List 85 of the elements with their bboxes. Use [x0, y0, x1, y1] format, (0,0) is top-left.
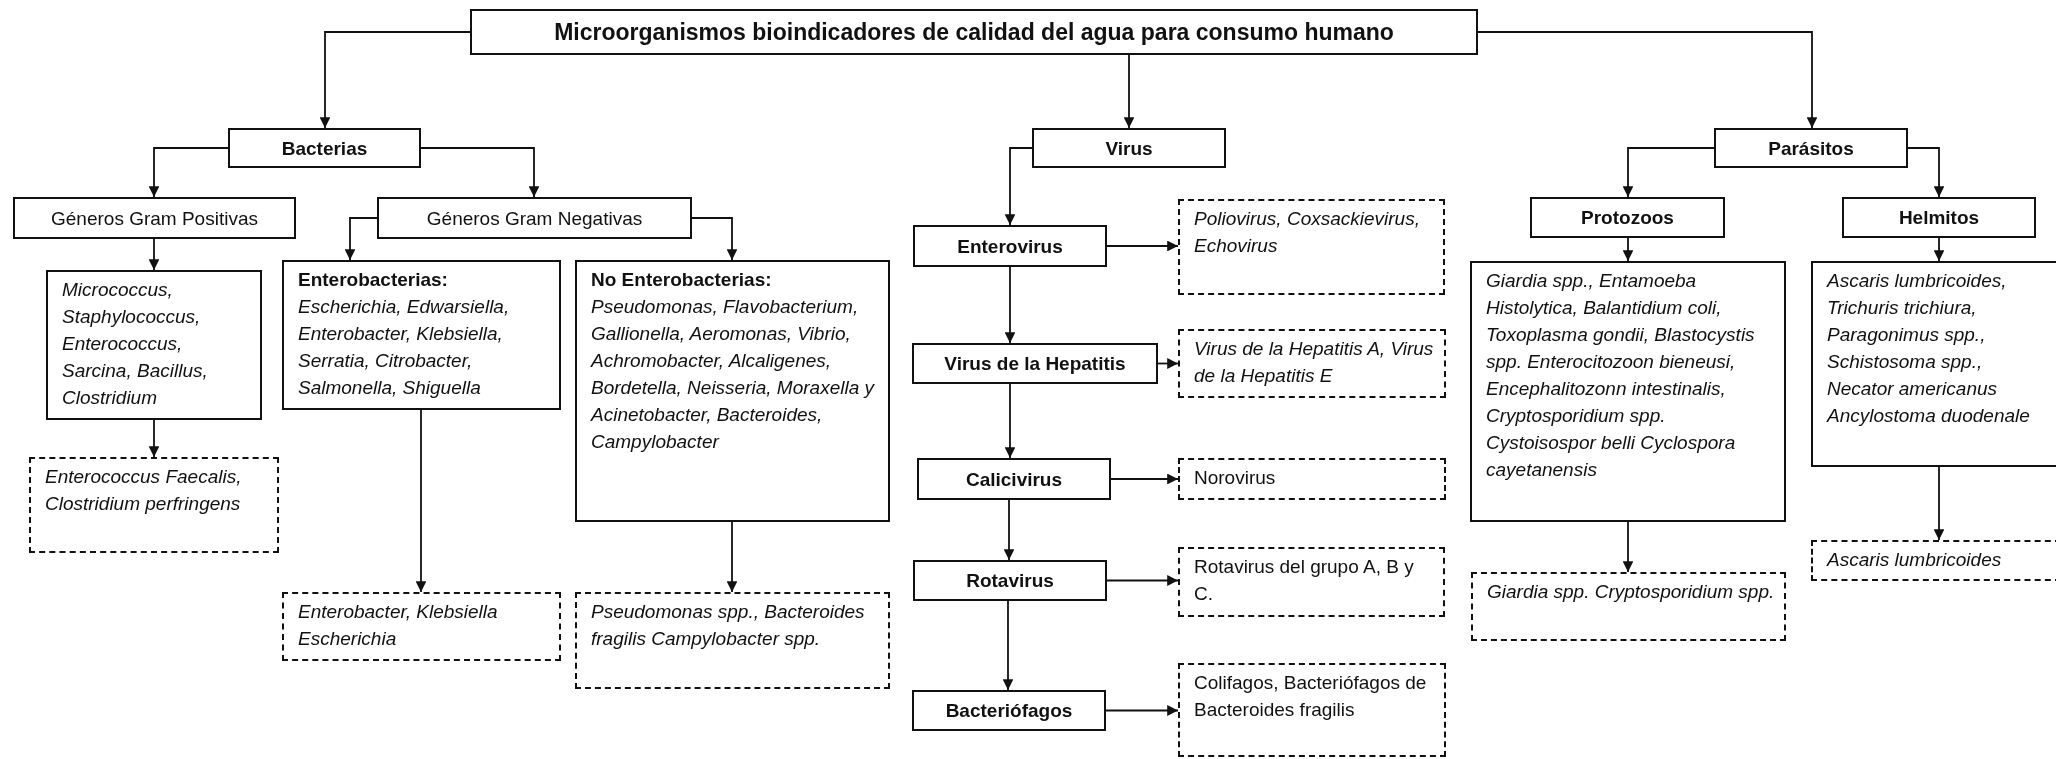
arrow — [344, 217, 378, 261]
category-label: Protozoos — [1581, 206, 1674, 230]
example-box — [282, 592, 561, 661]
arrow — [1110, 473, 1179, 485]
category-box — [1714, 128, 1908, 168]
list-box — [282, 260, 561, 410]
category-label: Virus de la Hepatitis — [944, 352, 1126, 376]
arrow — [319, 31, 471, 129]
arrow — [1003, 499, 1015, 561]
category-box — [913, 225, 1107, 267]
arrow — [148, 238, 160, 271]
species-list: Virus de la Hepatitis A, Virus de la Hepatitis E — [1194, 335, 1438, 389]
category-box — [377, 197, 692, 239]
example-box — [1178, 199, 1445, 295]
example-box — [1178, 547, 1445, 617]
species-list: Pseudomonas spp., Bacteroides fragilis Campylobacter spp. — [591, 598, 882, 652]
category-box — [228, 128, 421, 168]
example-box — [29, 457, 279, 553]
example-box — [1471, 572, 1786, 641]
arrow — [148, 147, 229, 198]
category-box — [1530, 197, 1725, 238]
category-label: Enterovirus — [957, 234, 1063, 259]
category-box — [913, 560, 1107, 601]
title-box — [470, 9, 1478, 55]
arrow — [420, 147, 540, 198]
category-box — [912, 690, 1106, 731]
arrow — [1106, 240, 1179, 252]
arrow — [1105, 705, 1179, 716]
category-label: Bacterias — [281, 136, 368, 161]
species-list: Ascaris lumbricoides — [1827, 546, 2053, 573]
category-box — [912, 343, 1158, 384]
arrow — [1004, 266, 1016, 344]
species-list: Enterobacter, Klebsiella Escherichia — [298, 598, 553, 652]
species-list: Ascaris lumbricoides, Trichuris trichiura, Paragonimus spp., Schistosoma spp., Necator americanus Ancylostoma duodenale — [1827, 267, 2053, 429]
category-box — [1842, 197, 2036, 238]
category-label: Bacteriófagos — [945, 699, 1073, 723]
category-label: Géneros Gram Positivas — [51, 206, 258, 231]
category-label: Parásitos — [1768, 136, 1854, 161]
species-list: Poliovirus, Coxsackievirus, Echovirus — [1194, 205, 1437, 259]
example-box — [1178, 663, 1446, 757]
species-list: Escherichia, Edwarsiella, Enterobacter, Klebsiella, Serratia, Citrobacter, Salmonella, Shiguella — [298, 293, 553, 401]
arrow — [1933, 237, 1945, 262]
category-box — [13, 197, 296, 239]
arrow — [1157, 358, 1179, 369]
arrow — [1933, 466, 1945, 541]
list-box — [1811, 261, 2056, 467]
arrow — [1004, 383, 1016, 459]
species-list: Norovirus — [1194, 464, 1438, 491]
arrow — [415, 409, 427, 593]
arrow — [1477, 31, 1818, 129]
list-box — [46, 270, 262, 420]
category-label: Calicivirus — [965, 467, 1063, 492]
list-box — [575, 260, 890, 522]
arrow — [1907, 147, 1945, 198]
heading-text: Enterobacterias: — [298, 268, 449, 292]
category-label: Géneros Gram Negativas — [426, 206, 643, 231]
arrow — [148, 419, 160, 458]
category-label: Helmitos — [1898, 206, 1980, 230]
example-box — [575, 592, 890, 689]
list-box — [1470, 261, 1786, 522]
species-list: Pseudomonas, Flavobacterium, Gallionella, Aeromonas, Vibrio, Achromobacter, Alcaligenes, Bordetella, Neisseria, Moraxella y Acinetobacter, Bacteroides, Campylobacter — [591, 293, 882, 455]
category-label: Virus — [1105, 136, 1153, 161]
arrow — [1004, 147, 1033, 226]
arrow — [1622, 521, 1634, 573]
title-text: Microorganismos bioindicadores de calidad del agua para consumo humano — [554, 18, 1394, 46]
category-box — [1032, 128, 1226, 168]
species-list: Giardia spp. Cryptosporidium spp. — [1487, 578, 1778, 605]
species-list: Enterococcus Faecalis, Clostridium perfringens — [45, 463, 271, 517]
species-list: Micrococcus, Staphylococcus, Enterococcus, Sarcina, Bacillus, Clostridium — [62, 276, 254, 411]
species-list: Rotavirus del grupo A, B y C. — [1194, 553, 1437, 607]
arrow — [1622, 237, 1634, 262]
example-box — [1811, 540, 2056, 581]
arrow — [726, 521, 738, 593]
arrow — [1123, 54, 1135, 129]
species-list: Colifagos, Bacteriófagos de Bacteroides fragilis — [1194, 669, 1438, 723]
heading-text: No Enterobacterias: — [591, 268, 773, 292]
arrow — [1622, 147, 1715, 198]
arrow — [1106, 575, 1179, 586]
species-list: Giardia spp., Entamoeba Histolytica, Balantidium coli, Toxoplasma gondii, Blastocystis spp. Enterocitozoon bieneusi, Encephalitozonn intestinalis, Cryptosporidium spp. Cystoisospor belli Cyclospora cayetanensis — [1486, 267, 1778, 483]
arrow — [691, 217, 738, 261]
example-box — [1178, 458, 1446, 500]
example-box — [1178, 329, 1446, 398]
category-box — [917, 458, 1111, 500]
arrow — [1002, 600, 1014, 691]
category-label: Rotavirus — [966, 569, 1054, 593]
